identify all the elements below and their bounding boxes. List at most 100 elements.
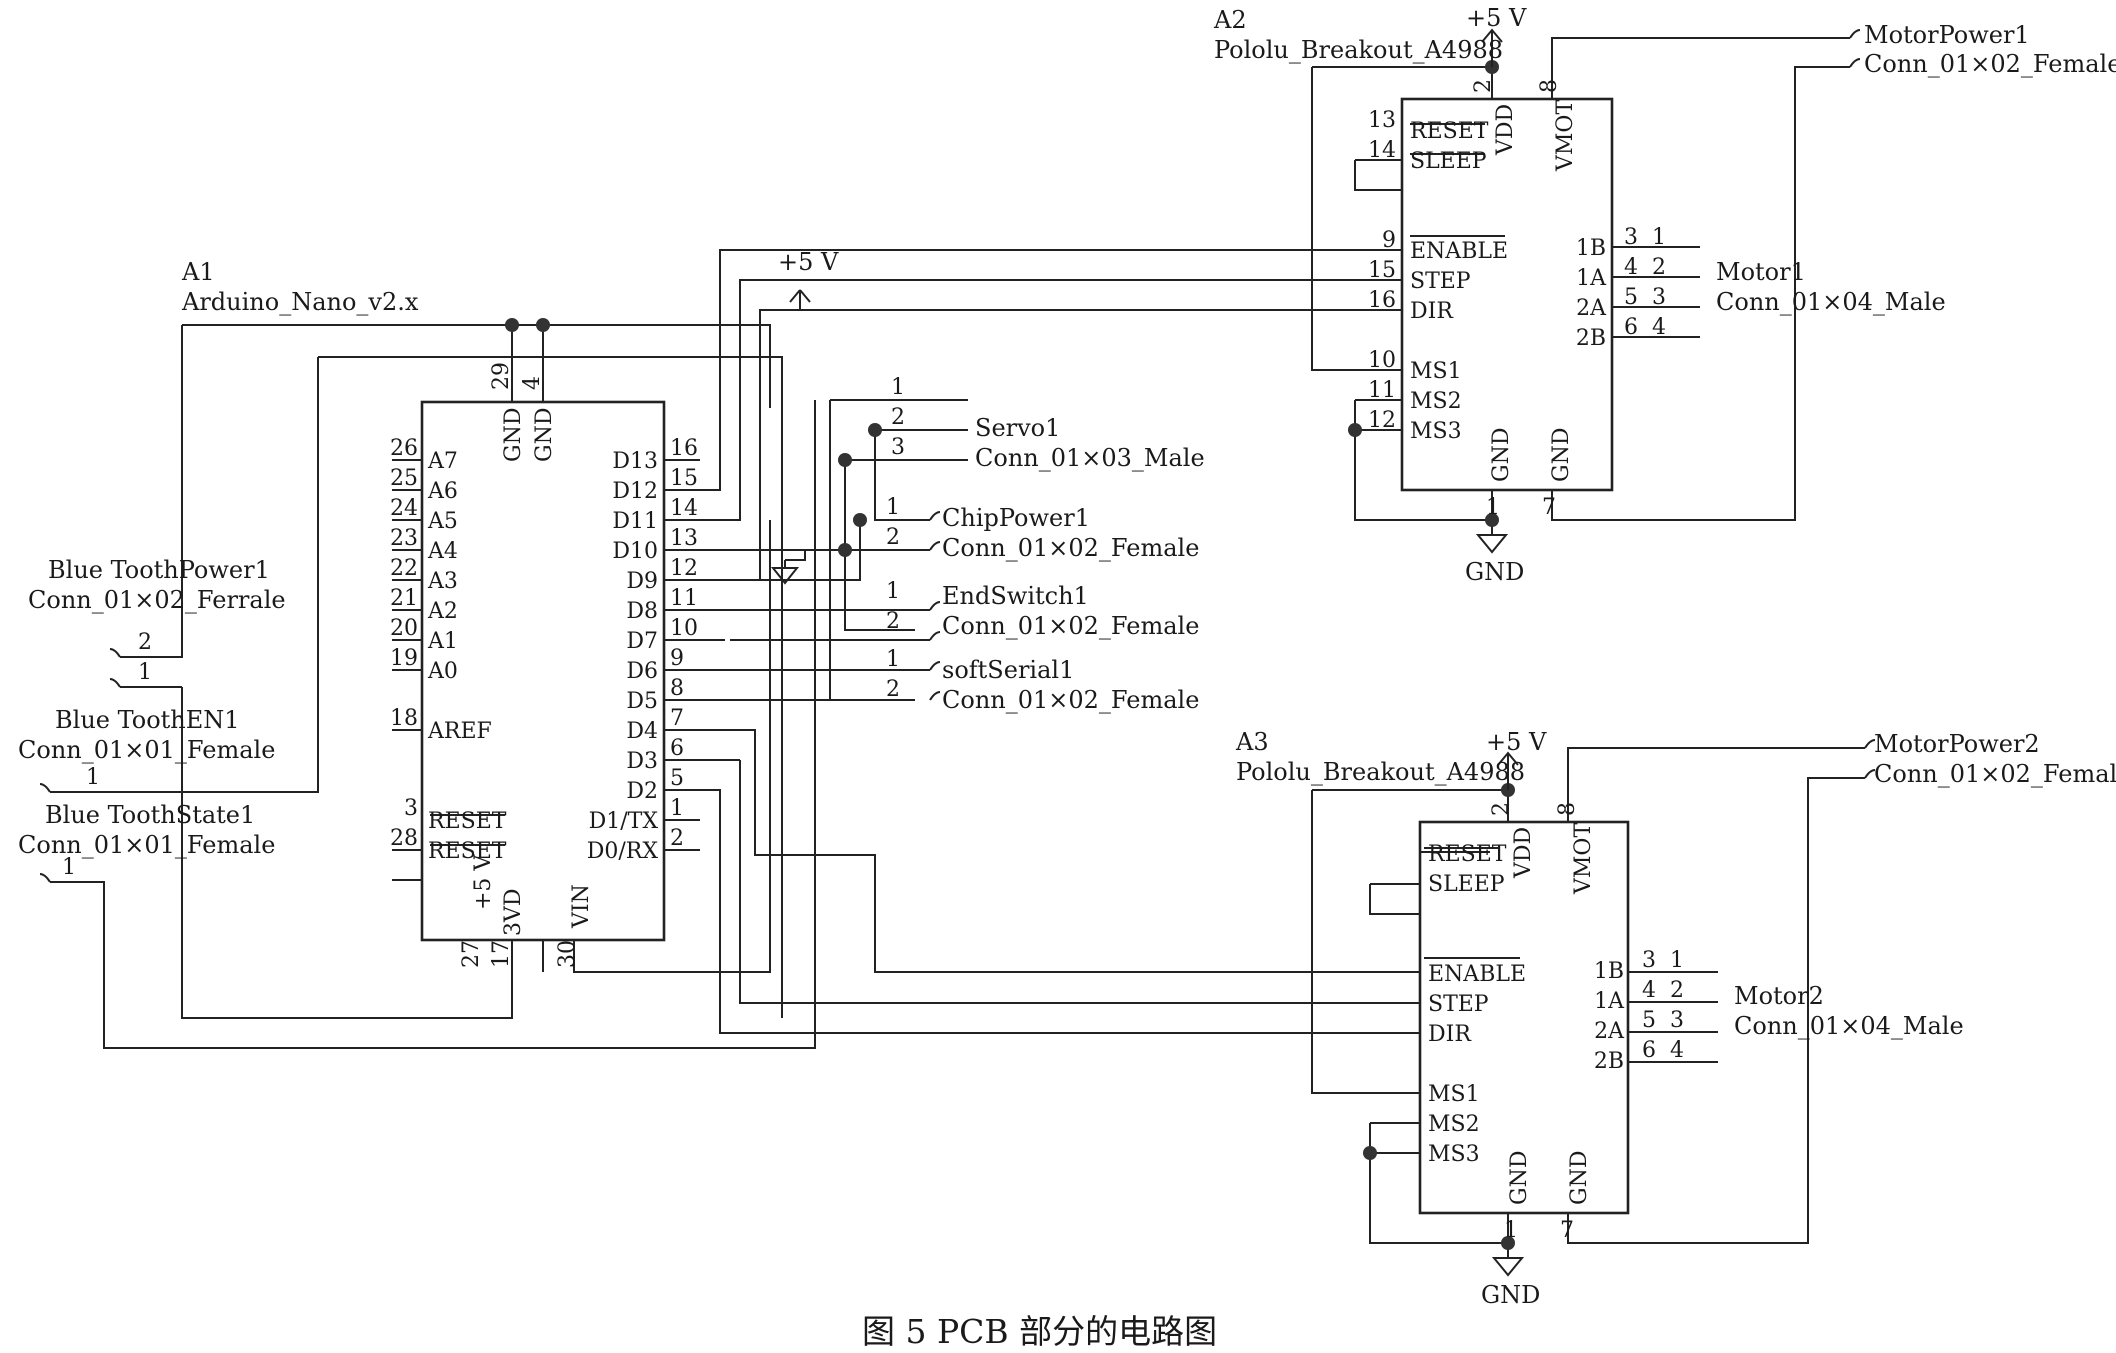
nano-right-pin-name: D5 <box>626 689 658 714</box>
nano-bottom-pin-name: 3VD <box>501 888 526 936</box>
nano-left-pin-name: A5 <box>427 509 458 534</box>
nano-left-pin-name: A0 <box>427 659 458 684</box>
nano-bottom-pin-name: VIN <box>569 884 594 929</box>
a2-gnd-label: GND <box>1465 558 1524 586</box>
endswitch-label: EndSwitch1 <box>942 582 1089 610</box>
conn-pin-num-chippower: 2 <box>886 525 900 550</box>
a2-motor-conn-num: 4 <box>1652 315 1666 340</box>
bt-state-value: Conn_01×01_Female <box>18 831 275 859</box>
nano-right-pin-num: 9 <box>670 646 684 671</box>
nano-right-pin-num: 12 <box>670 556 698 581</box>
a3-top-pin-num: 2 <box>1489 802 1514 816</box>
nano-left-pin-num: 25 <box>390 466 418 491</box>
conn-pin-num-endswitch: 1 <box>886 579 900 604</box>
bt-power-value: Conn_01×02_Ferrale <box>28 586 286 614</box>
a1-ref: A1 <box>181 258 215 286</box>
a3-motor-conn-num: 4 <box>1670 1038 1684 1063</box>
nano-right-pin-num: 1 <box>670 796 684 821</box>
a2-left-pin-name: MS2 <box>1410 389 1462 414</box>
nano-right-pin-num: 15 <box>670 466 698 491</box>
a3-right-pin-num: 4 <box>1642 978 1656 1003</box>
nano-right-pin-name: D2 <box>626 779 658 804</box>
a2-left-pin-name: MS3 <box>1410 419 1462 444</box>
driver-a2-body <box>1400 97 1614 492</box>
wires <box>50 37 1865 1258</box>
a2-plus5v-label: +5 V <box>1466 4 1527 32</box>
a2-right-pin-num: 3 <box>1624 225 1638 250</box>
a3-ref: A3 <box>1235 728 1269 756</box>
nano-right-pin-num: 14 <box>670 496 698 521</box>
driver-a3-body <box>1418 820 1630 1215</box>
softserial-label: softSerial1 <box>942 656 1074 684</box>
a3-left-pin-name: MS2 <box>1428 1112 1480 1137</box>
a3-right-pin-name: 1A <box>1594 989 1625 1014</box>
nano-left-pin-num: 19 <box>390 646 418 671</box>
a2-right-pin-name: 1A <box>1576 266 1607 291</box>
a2-left-pin-name: DIR <box>1410 299 1454 324</box>
a2-top-pin-name: VDD <box>1493 104 1518 156</box>
connector-markers <box>39 29 1876 1063</box>
nano-left-pin-name: A2 <box>427 599 458 624</box>
servo-value: Conn_01×03_Male <box>975 444 1205 472</box>
nano-right-pin-num: 13 <box>670 526 698 551</box>
a3-motor-conn-num: 2 <box>1670 978 1684 1003</box>
nano-right-pin-name: D13 <box>612 449 658 474</box>
nano-left-pin-name: A4 <box>427 539 458 564</box>
nano-top-pin-num: 29 <box>489 362 514 390</box>
chippower-value: Conn_01×02_Female <box>942 534 1199 562</box>
endswitch-value: Conn_01×02_Female <box>942 612 1199 640</box>
a2-right-pin-num: 5 <box>1624 285 1638 310</box>
motorpower2-label: MotorPower2 <box>1874 730 2040 758</box>
a2-left-pin-num: 13 <box>1368 108 1396 133</box>
conn-pin-num-chippower: 1 <box>886 495 900 520</box>
a2-top-pin-num: 8 <box>1537 79 1562 93</box>
a3-right-pin-num: 3 <box>1642 948 1656 973</box>
nano-left-pin-num: 23 <box>390 526 418 551</box>
servo-label: Servo1 <box>975 414 1060 442</box>
a2-left-pin-name: ENABLE <box>1410 239 1508 264</box>
a2-right-pin-name: 2B <box>1576 326 1606 351</box>
a2-left-pin-num: 11 <box>1368 378 1396 403</box>
a3-top-pin-name: VDD <box>1511 827 1536 879</box>
chippower-label: ChipPower1 <box>942 504 1090 532</box>
a3-left-pin-name: STEP <box>1428 992 1489 1017</box>
conn-pin-num-bt-power: 2 <box>138 630 152 655</box>
generated-pin-labels: 26A725A624A523A422A321A220A119A018AREF3R… <box>62 79 1684 1243</box>
a2-left-pin-num: 12 <box>1368 408 1396 433</box>
a2-motor-conn-num: 1 <box>1652 225 1666 250</box>
a2-bottom-pin-name: GND <box>1489 428 1514 482</box>
nano-left-pin-name: RESET <box>428 839 507 864</box>
a3-top-pin-name: VMOT <box>1571 823 1596 895</box>
a2-left-pin-name: STEP <box>1410 269 1471 294</box>
labels: A1 Arduino_Nano_v2.x A2 Pololu_Breakout_… <box>18 4 2116 1351</box>
softserial-value: Conn_01×02_Female <box>942 686 1199 714</box>
nano-right-pin-num: 11 <box>670 586 698 611</box>
conn-pin-num-softserial: 1 <box>886 647 900 672</box>
a2-left-pin-num: 15 <box>1368 258 1396 283</box>
nano-left-pin-num: 24 <box>390 496 418 521</box>
nano-bottom-pin-num: 30 <box>555 940 580 968</box>
nano-right-pin-name: D7 <box>626 629 658 654</box>
nano-right-pin-num: 10 <box>670 616 698 641</box>
nano-top-pin-name: GND <box>501 408 526 462</box>
nano-left-pin-name: AREF <box>427 719 492 744</box>
power-symbols <box>770 28 1525 1277</box>
nano-right-pin-num: 5 <box>670 766 684 791</box>
bt-power-label: Blue ToothPower1 <box>48 556 270 584</box>
a2-left-pin-name: MS1 <box>1410 359 1462 384</box>
conn-pin-num-servo: 2 <box>891 405 905 430</box>
a2-left-pin-name: SLEEP <box>1410 149 1487 174</box>
a2-bottom-pin-num: 7 <box>1542 495 1556 520</box>
nano-right-pin-name: D6 <box>626 659 658 684</box>
a2-top-pin-num: 2 <box>1471 79 1496 93</box>
bt-en-value: Conn_01×01_Female <box>18 736 275 764</box>
a2-left-pin-num: 14 <box>1368 138 1396 163</box>
a3-right-pin-num: 5 <box>1642 1008 1656 1033</box>
a3-right-pin-num: 6 <box>1642 1038 1656 1063</box>
a3-motor-conn-num: 3 <box>1670 1008 1684 1033</box>
nano-right-pin-num: 2 <box>670 826 684 851</box>
a2-right-pin-name: 1B <box>1576 236 1606 261</box>
a2-left-pin-num: 16 <box>1368 288 1396 313</box>
a3-left-pin-name: DIR <box>1428 1022 1472 1047</box>
nano-left-pin-num: 22 <box>390 556 418 581</box>
